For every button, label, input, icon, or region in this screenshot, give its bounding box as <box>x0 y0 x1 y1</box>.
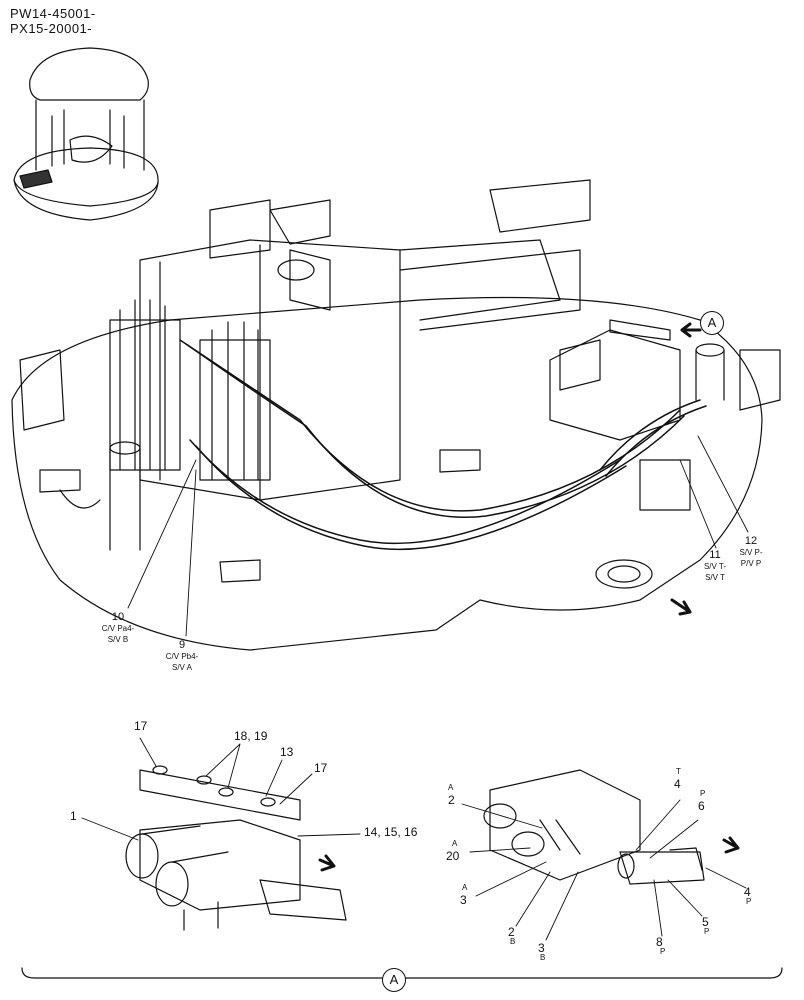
callout-r-letter-2: A <box>452 839 458 848</box>
upper-frame-outline <box>11 179 781 651</box>
callout-r-3a: 3 <box>460 893 467 907</box>
view-arrow-a <box>680 322 702 338</box>
callout-r-4p: 4 <box>744 885 751 899</box>
serial-line-2: PX15-20001- <box>10 21 93 36</box>
label-hose-10: 10 C/V Pa4- S/V B <box>101 611 135 645</box>
callout-r-4t: 4 <box>674 777 681 791</box>
detail-right-valve <box>483 769 740 885</box>
callout-r-letter-3: A <box>462 883 468 892</box>
solenoid-valve-assembly <box>549 319 725 589</box>
callout-r-2a: 2 <box>448 793 455 807</box>
callout-r-letter-10: P <box>746 897 752 906</box>
callout-17-top: 17 <box>134 719 148 733</box>
callout-r-letter-1: A <box>448 783 454 792</box>
callout-r-6p: 6 <box>698 799 705 813</box>
hose-routing <box>179 339 707 551</box>
callout-r-20a: 20 <box>446 849 460 863</box>
control-valve-stack <box>109 299 271 481</box>
callout-r-5p: 5 <box>702 915 709 929</box>
callout-r-8p: 8 <box>656 935 663 949</box>
callout-r-letter-9: P <box>704 927 710 936</box>
detail-marker-a: A <box>382 968 406 992</box>
view-marker-a: A <box>700 311 724 335</box>
detail-right-leaders <box>461 799 747 941</box>
callout-1: 1 <box>70 809 77 823</box>
callout-r-3b: 3 <box>538 941 545 955</box>
callout-18-19: 18, 19 <box>234 729 268 743</box>
serial-line-1: PW14-45001- <box>10 6 96 21</box>
callout-r-letter-7: B <box>540 953 546 962</box>
callout-14-15-16: 14, 15, 16 <box>364 825 418 839</box>
label-hose-12: 12 S/V P- P/V P <box>739 535 763 569</box>
callout-17-right: 17 <box>314 761 328 775</box>
callout-13: 13 <box>280 745 294 759</box>
machine-thumbnail <box>13 47 159 221</box>
callout-r-letter-5: P <box>700 789 706 798</box>
callout-r-2b: 2 <box>508 925 515 939</box>
front-arrow <box>670 598 692 616</box>
label-hose-11: 11 S/V T- S/V T <box>703 549 727 583</box>
callout-r-letter-8: P <box>660 947 666 956</box>
frame-details <box>39 441 481 583</box>
callout-r-letter-6: B <box>510 937 516 946</box>
main-leader-lines <box>127 435 749 637</box>
callout-r-letter-4: T <box>676 767 681 776</box>
detail-left-leaders <box>81 737 361 841</box>
label-hose-9: 9 C/V Pb4- S/V A <box>165 639 199 673</box>
detail-left-valve <box>125 765 347 931</box>
model-serial-header: PW14-45001- PX15-20001- <box>10 6 96 36</box>
